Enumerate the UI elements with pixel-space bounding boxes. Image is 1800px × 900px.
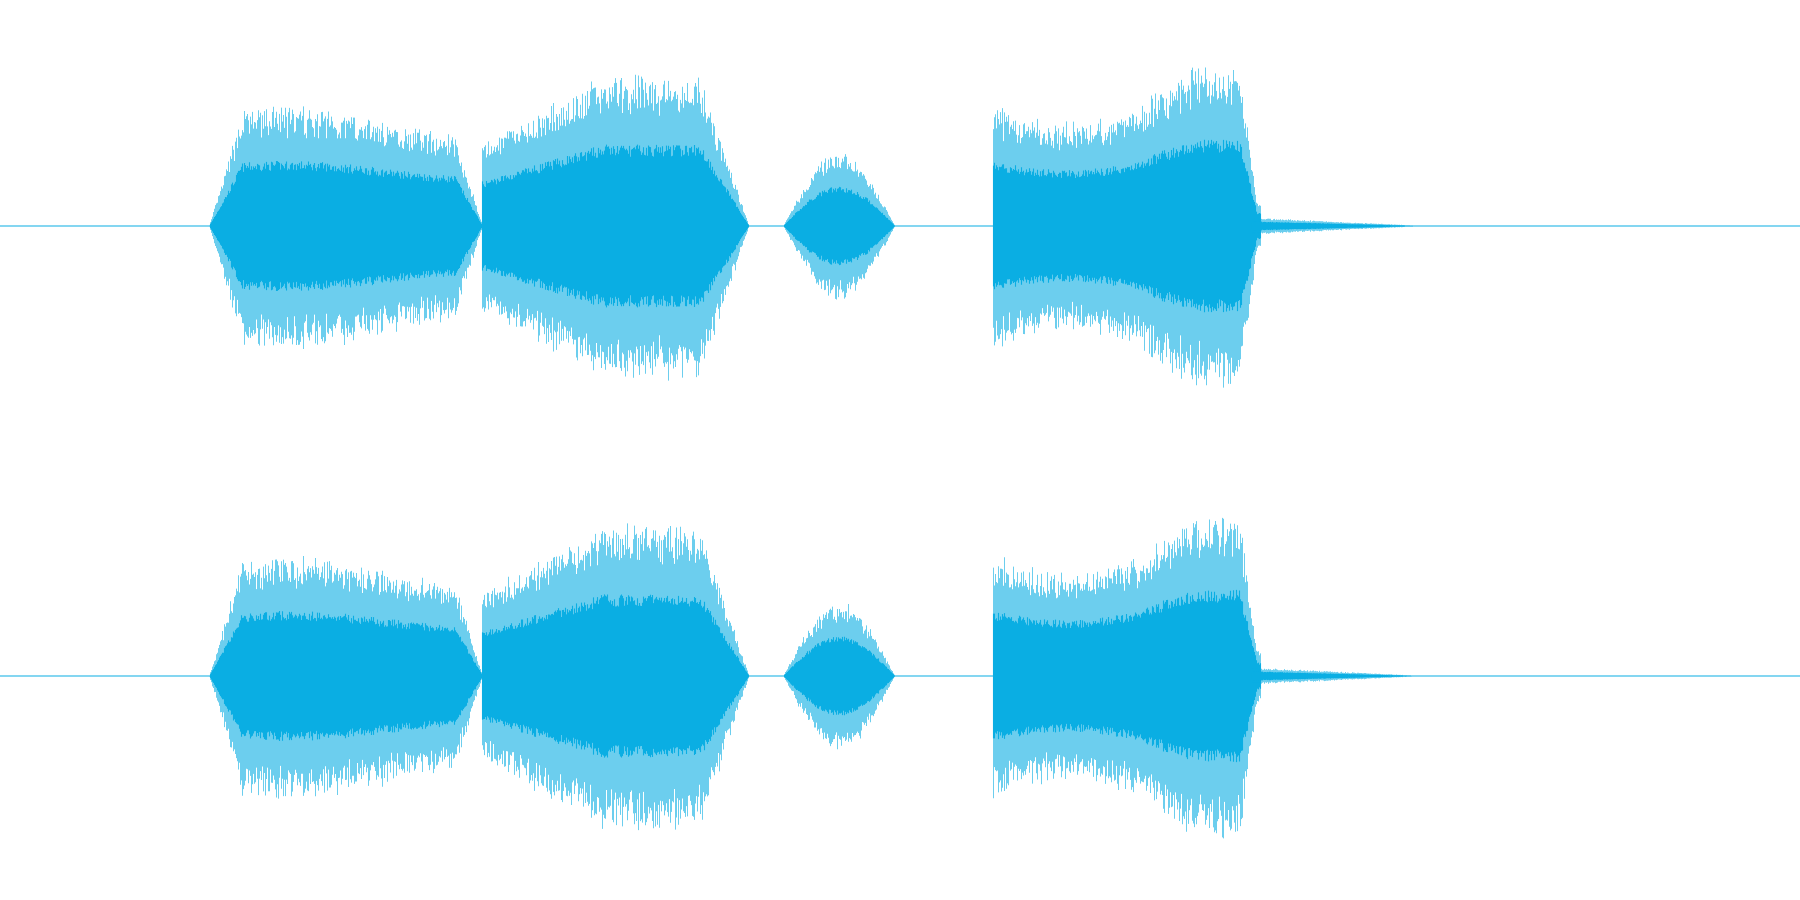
- waveform-segment: [208, 556, 484, 799]
- waveform-body: [992, 589, 1262, 763]
- waveform-segment: [481, 74, 750, 381]
- waveform-body: [783, 636, 896, 716]
- waveform-segment: [783, 604, 896, 750]
- waveform-segment: [1251, 667, 1425, 685]
- waveform-body: [481, 594, 750, 758]
- waveform-body: [1251, 221, 1425, 231]
- waveform-channel-right[interactable]: [0, 450, 1800, 900]
- waveform-segment: [992, 517, 1262, 839]
- waveform-segment: [992, 67, 1262, 388]
- waveform-segment: [208, 106, 484, 349]
- waveform-segment: [1251, 218, 1425, 235]
- waveform-channel-left[interactable]: [0, 0, 1800, 450]
- waveform-body: [1251, 671, 1425, 681]
- waveform-body: [783, 186, 896, 266]
- waveform-body: [481, 144, 750, 308]
- waveform-segment: [783, 154, 896, 300]
- waveform-body: [208, 161, 484, 291]
- waveform-body: [208, 611, 484, 741]
- waveform-left-svg: [0, 67, 1800, 388]
- waveform-right-svg: [0, 517, 1800, 839]
- waveform-segment: [481, 523, 750, 831]
- waveform-body: [992, 139, 1262, 313]
